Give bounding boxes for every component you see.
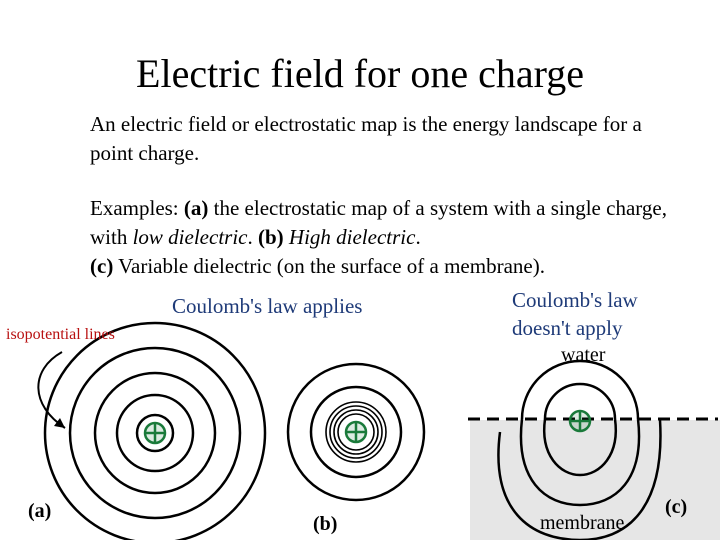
example-b-end: . bbox=[415, 225, 421, 249]
charge-a bbox=[143, 421, 167, 445]
panel-c-label: (c) bbox=[665, 496, 688, 518]
panel-b-ring-5 bbox=[309, 385, 403, 479]
panel-c-lower-ring-3 bbox=[497, 431, 581, 540]
panel-a-ring-4 bbox=[68, 346, 242, 520]
coulomb-applies-label: Coulomb's law applies bbox=[172, 294, 363, 318]
water-label: water bbox=[561, 344, 606, 366]
example-b-tag: (b) bbox=[257, 225, 284, 249]
intro-text: An electric field or electrostatic map i… bbox=[90, 112, 642, 165]
example-a-emphasis: low dielectric bbox=[132, 225, 248, 249]
panel-a-ring-5 bbox=[43, 321, 267, 540]
panel-a-ring-1 bbox=[135, 413, 175, 453]
panel-c-upper-ring-2 bbox=[520, 359, 640, 420]
panel-b-ring-1 bbox=[337, 413, 375, 451]
panel-a-field bbox=[43, 321, 267, 540]
example-c-tag: (c) bbox=[90, 254, 114, 278]
charge-b bbox=[344, 420, 368, 444]
panel-c-lower-ring-1 bbox=[542, 418, 618, 477]
example-b-emphasis: High dielectric bbox=[283, 225, 416, 249]
examples-lead: Examples: bbox=[90, 196, 184, 220]
membrane-region bbox=[470, 420, 720, 540]
panel-c-lower-ring-3b bbox=[579, 419, 662, 540]
panel-b-label: (b) bbox=[313, 513, 338, 535]
panel-a-ring-3 bbox=[93, 371, 217, 495]
slide-title: Electric field for one charge bbox=[136, 51, 584, 96]
coulomb-not-applies-label-1: Coulomb's law bbox=[512, 288, 638, 312]
example-c-text: Variable dielectric (on the surface of a… bbox=[113, 254, 545, 278]
panel-c-upper-ring-1 bbox=[543, 382, 617, 420]
coulomb-not-applies-label-2: doesn't apply bbox=[512, 316, 623, 340]
charge-c bbox=[568, 409, 592, 433]
panel-b-ring-3 bbox=[329, 405, 383, 459]
panel-c-lower-ring-2 bbox=[519, 418, 641, 507]
examples-text: Examples: (a) the electrostatic map of a… bbox=[90, 194, 690, 281]
example-a-text: the electrostatic map of a system with a… bbox=[90, 196, 667, 249]
example-a-tag: (a) bbox=[183, 196, 209, 220]
panel-b-ring-4 bbox=[325, 401, 387, 463]
membrane-label: membrane bbox=[540, 512, 625, 534]
isopotential-lines-label: isopotential lines bbox=[6, 326, 115, 343]
panel-a-ring-2 bbox=[115, 393, 195, 473]
panel-a-label: (a) bbox=[28, 500, 52, 522]
isopotential-arrowhead bbox=[54, 418, 65, 428]
panel-b-ring-2 bbox=[333, 409, 379, 455]
panel-b-field bbox=[286, 362, 426, 502]
panel-c-field bbox=[497, 359, 662, 540]
panel-b-ring-6 bbox=[286, 362, 426, 502]
example-a-end: . bbox=[247, 225, 258, 249]
isopotential-arrow bbox=[37, 351, 66, 429]
